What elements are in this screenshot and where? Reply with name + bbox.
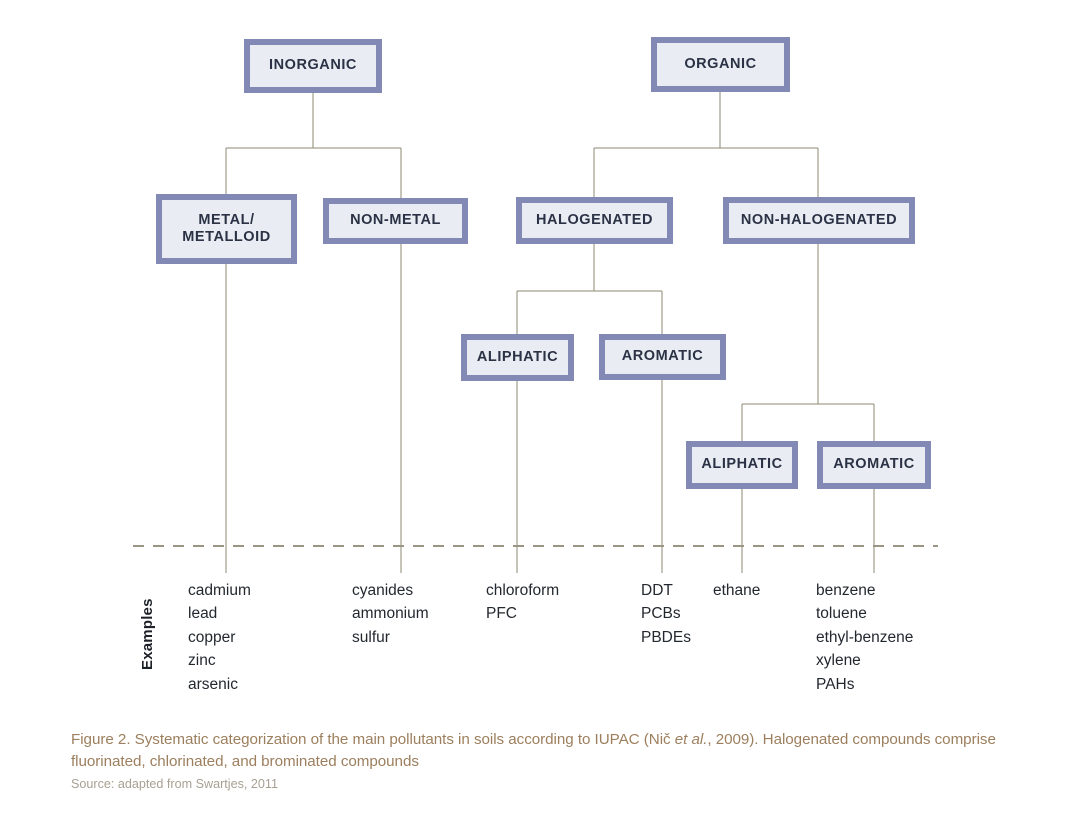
example-column-halogenated-aromatic: DDT PCBs PBDEs <box>641 579 691 649</box>
node-non-halogenated-aliphatic-label: ALIPHATIC <box>701 456 783 473</box>
example-item: DDT <box>641 582 673 599</box>
node-halogenated-label: HALOGENATED <box>536 211 653 228</box>
example-item: sulfur <box>352 628 390 646</box>
example-column-non-halogenated-aromatic: benzene toluene ethyl-benzene xylene PAH… <box>816 579 913 696</box>
node-halogenated-aromatic-label: AROMATIC <box>621 348 704 365</box>
node-halogenated-aliphatic-label: ALIPHATIC <box>476 348 559 365</box>
node-halogenated-aromatic[interactable]: AROMATIC <box>599 334 726 380</box>
node-organic[interactable]: ORGANIC <box>651 37 790 92</box>
figure-caption-part2: , 2009). Halogenated compounds comprise … <box>71 731 996 770</box>
figure-caption-et-al: et al. <box>674 731 708 748</box>
example-item: lead <box>188 605 218 623</box>
example-item: copper <box>188 628 236 646</box>
example-item: zinc <box>188 652 216 670</box>
example-item: toluene <box>816 605 867 623</box>
example-item: PCBs <box>641 605 681 623</box>
node-non-metal-label: NON-METAL <box>350 212 441 229</box>
node-halogenated-aliphatic[interactable]: ALIPHATIC <box>461 334 574 381</box>
node-non-halogenated-aromatic[interactable]: AROMATIC <box>817 441 931 489</box>
example-column-metal-metalloid: cadmium lead copper zinc arsenic <box>188 579 251 696</box>
node-non-halogenated-aromatic-label: AROMATIC <box>833 456 915 473</box>
figure-caption-block: Figure 2. Systematic categorization of t… <box>71 729 1011 793</box>
example-item: cadmium <box>188 582 251 599</box>
node-halogenated[interactable]: HALOGENATED <box>516 197 673 244</box>
node-non-halogenated[interactable]: NON-HALOGENATED <box>723 197 915 244</box>
node-non-metal[interactable]: NON-METAL <box>323 198 468 244</box>
example-item: ammonium <box>352 605 429 623</box>
figure-caption-part1: Figure 2. Systematic categorization of t… <box>71 731 675 748</box>
node-organic-label: ORGANIC <box>684 55 757 72</box>
node-inorganic[interactable]: INORGANIC <box>244 39 382 93</box>
example-item: PBDEs <box>641 628 691 646</box>
example-item: arsenic <box>188 675 238 693</box>
examples-axis-label-text: Examples <box>139 598 156 670</box>
example-item: cyanides <box>352 582 414 599</box>
example-item: PAHs <box>816 675 855 693</box>
node-non-halogenated-aliphatic[interactable]: ALIPHATIC <box>686 441 798 489</box>
example-item: ethyl-benzene <box>816 628 914 646</box>
example-item: ethane <box>713 582 761 599</box>
example-column-non-halogenated-aliphatic: ethane <box>713 579 760 602</box>
figure-caption: Figure 2. Systematic categorization of t… <box>71 729 1011 772</box>
node-inorganic-label: INORGANIC <box>269 57 357 74</box>
example-item: PFC <box>486 605 517 623</box>
example-item: xylene <box>816 652 861 670</box>
example-item: benzene <box>816 582 876 599</box>
node-metal-metalloid-label: METAL/ METALLOID <box>182 211 271 245</box>
node-metal-metalloid[interactable]: METAL/ METALLOID <box>156 194 297 264</box>
figure-source-note: Source: adapted from Swartjes, 2011 <box>71 777 278 791</box>
example-column-non-metal: cyanides ammonium sulfur <box>352 579 429 649</box>
examples-axis-label: Examples <box>119 574 156 674</box>
node-non-halogenated-label: NON-HALOGENATED <box>740 211 898 228</box>
example-column-halogenated-aliphatic: chloroform PFC <box>486 579 559 626</box>
example-item: chloroform <box>486 582 560 599</box>
